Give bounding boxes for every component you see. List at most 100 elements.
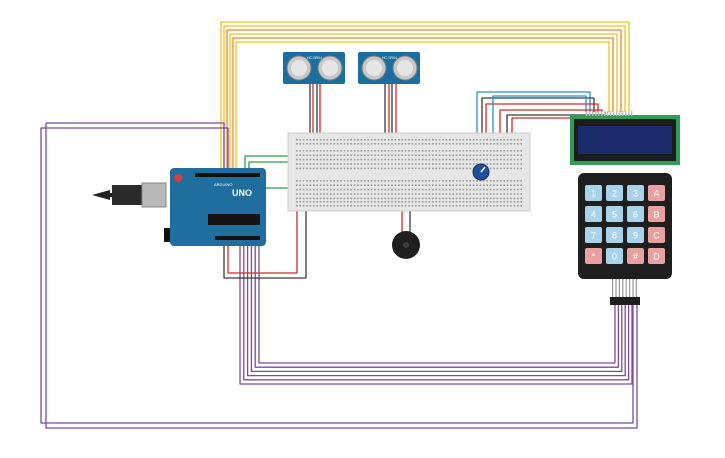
ultrasonic-sensor-1[interactable]: HC-SR04 bbox=[283, 52, 345, 84]
buzzer-hole bbox=[403, 242, 409, 248]
keypad-key-face[interactable] bbox=[627, 248, 644, 264]
wire[interactable] bbox=[40, 127, 634, 424]
keypad-key-face[interactable] bbox=[606, 206, 623, 222]
wire[interactable] bbox=[226, 29, 622, 175]
breadboard-hole bbox=[479, 193, 482, 195]
breadboard-hole bbox=[438, 143, 441, 145]
wire[interactable] bbox=[250, 242, 623, 373]
keypad-key[interactable]: 1 bbox=[585, 185, 602, 201]
keypad-key-face[interactable] bbox=[606, 248, 623, 264]
keypad-key[interactable]: D bbox=[648, 248, 665, 264]
wire[interactable] bbox=[229, 33, 618, 175]
breadboard-hole bbox=[520, 150, 522, 152]
breadboard-hole bbox=[296, 180, 298, 182]
wire[interactable] bbox=[223, 191, 307, 279]
keypad-key[interactable]: 7 bbox=[585, 227, 602, 243]
keypad-key-face[interactable] bbox=[627, 227, 644, 243]
keypad-key[interactable]: C bbox=[648, 227, 665, 243]
wire[interactable] bbox=[223, 25, 626, 175]
wire[interactable] bbox=[235, 41, 610, 175]
breadboard-hole bbox=[364, 163, 366, 165]
breadboard-hole bbox=[459, 180, 461, 182]
keypad-key-face[interactable] bbox=[627, 206, 644, 222]
arduino-uno[interactable]: UNO ARDUINO bbox=[92, 168, 266, 246]
wire[interactable] bbox=[239, 242, 633, 385]
breadboard-hole bbox=[398, 158, 400, 161]
keypad-key[interactable]: * bbox=[585, 248, 602, 264]
keypad-key[interactable]: # bbox=[627, 248, 644, 264]
keypad-key[interactable]: 9 bbox=[627, 227, 644, 243]
wire[interactable] bbox=[243, 242, 630, 381]
keypad-key[interactable]: 5 bbox=[606, 206, 623, 222]
breadboard-hole bbox=[391, 205, 393, 207]
breadboard-hole bbox=[432, 158, 434, 161]
breadboard-hole bbox=[394, 139, 397, 141]
breadboard-hole bbox=[299, 180, 301, 182]
wire[interactable] bbox=[258, 242, 616, 364]
keypad-key[interactable]: 8 bbox=[606, 227, 623, 243]
lcd-pin bbox=[631, 111, 633, 116]
breadboard-hole bbox=[520, 163, 522, 165]
sensor-1-transducer-right-inner bbox=[322, 60, 338, 76]
breadboard-body bbox=[287, 132, 531, 212]
wire[interactable] bbox=[246, 242, 626, 377]
breadboard-hole bbox=[462, 150, 465, 152]
keypad-key-face[interactable] bbox=[585, 227, 602, 243]
breadboard-hole bbox=[428, 184, 431, 186]
keypad-key-face[interactable] bbox=[585, 185, 602, 201]
breadboard-hole bbox=[415, 205, 417, 207]
keypad-key-face[interactable] bbox=[648, 206, 665, 222]
keypad-key-face[interactable] bbox=[648, 248, 665, 264]
keypad-key-face[interactable] bbox=[606, 227, 623, 243]
potentiometer[interactable] bbox=[472, 163, 490, 181]
keypad-key[interactable]: A bbox=[648, 185, 665, 201]
breadboard-hole bbox=[353, 150, 356, 152]
breadboard-hole bbox=[452, 158, 454, 161]
breadboard-hole bbox=[469, 197, 471, 200]
breadboard-hole bbox=[421, 188, 424, 191]
wire[interactable] bbox=[220, 21, 630, 175]
breadboard-hole bbox=[432, 193, 434, 195]
breadboard-hole bbox=[319, 143, 322, 145]
breadboard-hole bbox=[381, 180, 383, 182]
keypad-key-face[interactable] bbox=[585, 248, 602, 264]
breadboard-hole bbox=[374, 201, 376, 203]
breadboard-hole bbox=[353, 139, 356, 141]
wire[interactable] bbox=[492, 95, 587, 145]
breadboard-hole bbox=[316, 139, 318, 141]
keypad-key-label: 3 bbox=[633, 189, 638, 199]
piezo-buzzer[interactable] bbox=[392, 231, 420, 259]
keypad-key-face[interactable] bbox=[585, 206, 602, 222]
wire[interactable] bbox=[232, 37, 614, 175]
keypad-ribbon-strand bbox=[629, 279, 631, 297]
breadboard-hole bbox=[411, 197, 414, 200]
keypad-key-face[interactable] bbox=[606, 185, 623, 201]
keypad-key[interactable]: 0 bbox=[606, 248, 623, 264]
breadboard-hole bbox=[343, 201, 346, 203]
wire[interactable] bbox=[476, 91, 591, 168]
keypad-key-face[interactable] bbox=[648, 185, 665, 201]
keypad-key[interactable]: 3 bbox=[627, 185, 644, 201]
keypad-key[interactable]: 2 bbox=[606, 185, 623, 201]
breadboard[interactable] bbox=[287, 132, 531, 212]
keypad-key-face[interactable] bbox=[648, 227, 665, 243]
wire[interactable] bbox=[45, 122, 638, 429]
wire[interactable] bbox=[227, 192, 298, 274]
keypad-key[interactable]: B bbox=[648, 206, 665, 222]
reset-button[interactable] bbox=[174, 174, 182, 182]
breadboard-hole bbox=[479, 201, 482, 203]
wire[interactable] bbox=[254, 242, 620, 368]
lcd-16x2[interactable] bbox=[570, 111, 680, 165]
breadboard-hole bbox=[425, 167, 427, 170]
breadboard-hole bbox=[411, 139, 414, 141]
keypad-key[interactable]: 4 bbox=[585, 206, 602, 222]
breadboard-hole bbox=[360, 139, 363, 141]
breadboard-hole bbox=[330, 201, 332, 203]
ultrasonic-sensor-2[interactable]: HC-SR04 bbox=[358, 52, 420, 84]
breadboard-hole bbox=[415, 184, 417, 186]
breadboard-hole bbox=[486, 154, 488, 156]
breadboard-hole bbox=[306, 184, 308, 186]
keypad-key-face[interactable] bbox=[627, 185, 644, 201]
keypad-key[interactable]: 6 bbox=[627, 206, 644, 222]
